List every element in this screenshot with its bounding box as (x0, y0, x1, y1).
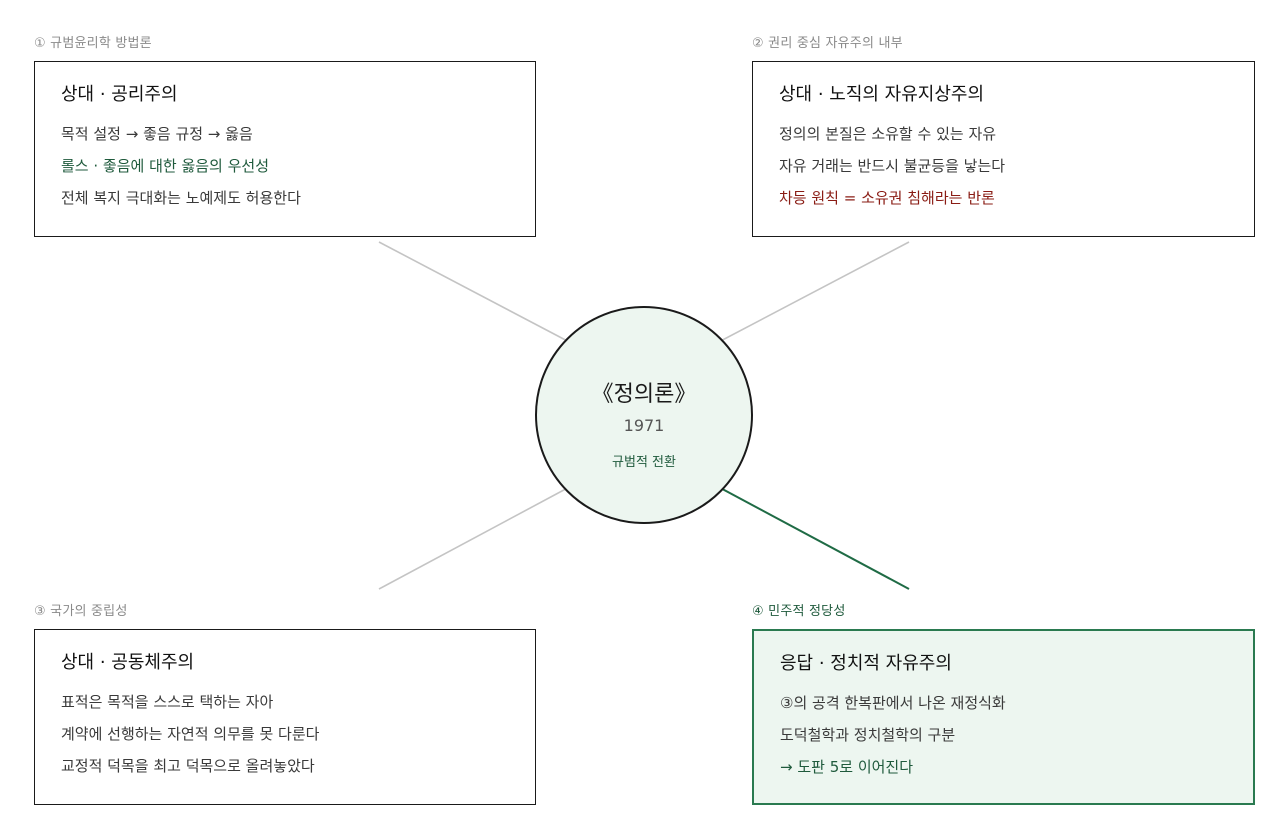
panel-1-line-1: 목적 설정 → 좋음 규정 → 옳음 (61, 125, 253, 143)
panel-political-liberalism: 응답 · 정치적 자유주의 ③의 공격 한복판에서 나온 재정식화 도덕철학과 … (752, 629, 1255, 805)
connector-line-bottom-left (378, 483, 576, 590)
connector-line-top-right (712, 241, 910, 346)
panel-4-caption: ④ 민주적 정당성 (752, 604, 846, 619)
panel-communitarianism: 상대 · 공동체주의 표적은 목적을 스스로 택하는 자아 계약에 선행하는 자… (34, 629, 536, 805)
panel-3-line-3: 교정적 덕목을 최고 덕목으로 올려놓았다 (61, 757, 315, 775)
panel-1-heading: 상대 · 공리주의 (61, 84, 178, 105)
panel-2-caption: ② 권리 중심 자유주의 내부 (752, 36, 903, 51)
panel-4-line-2: 도덕철학과 정치철학의 구분 (780, 726, 956, 744)
panel-2-line-1: 정의의 본질은 소유할 수 있는 자유 (779, 125, 997, 143)
panel-3-caption: ③ 국가의 중립성 (34, 604, 128, 619)
panel-2-line-3: 차등 원칙 = 소유권 침해라는 반론 (779, 189, 995, 207)
panel-3-heading: 상대 · 공동체주의 (61, 652, 195, 673)
panel-4-line-3: → 도판 5로 이어진다 (780, 758, 914, 776)
connector-line-bottom-right (712, 483, 910, 590)
panel-1-caption: ① 규범윤리학 방법론 (34, 36, 152, 51)
panel-4-heading: 응답 · 정치적 자유주의 (780, 653, 952, 674)
center-year: 1971 (623, 416, 665, 435)
panel-4-line-1: ③의 공격 한복판에서 나온 재정식화 (780, 694, 1006, 712)
panel-utilitarianism: 상대 · 공리주의 목적 설정 → 좋음 규정 → 옳음 롤스 · 좋음에 대한… (34, 61, 536, 237)
panel-libertarianism: 상대 · 노직의 자유지상주의 정의의 본질은 소유할 수 있는 자유 자유 거… (752, 61, 1255, 237)
panel-1-line-3: 전체 복지 극대화는 노예제도 허용한다 (61, 189, 301, 207)
panel-3-line-1: 표적은 목적을 스스로 택하는 자아 (61, 693, 274, 711)
center-node-theory-of-justice: 《정의론》 1971 규범적 전환 (535, 306, 753, 524)
panel-2-line-2: 자유 거래는 반드시 불균등을 낳는다 (779, 157, 1006, 175)
connector-line-top-left (378, 241, 576, 346)
panel-2-heading: 상대 · 노직의 자유지상주의 (779, 84, 985, 105)
panel-3-line-2: 계약에 선행하는 자연적 의무를 못 다룬다 (61, 725, 320, 743)
center-subtitle: 규범적 전환 (612, 455, 676, 470)
panel-1-line-2: 롤스 · 좋음에 대한 옳음의 우선성 (61, 157, 270, 175)
center-title: 《정의론》 (591, 382, 697, 407)
